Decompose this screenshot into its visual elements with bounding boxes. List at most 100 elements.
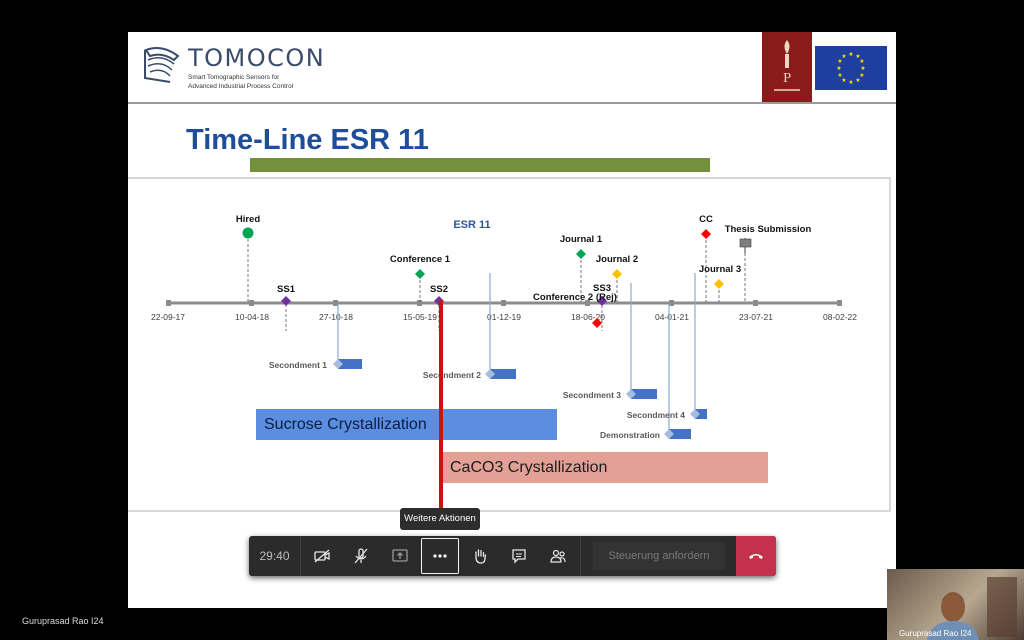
milestone-label: Journal 3 xyxy=(699,264,741,275)
axis-tick xyxy=(669,300,674,306)
presenter-name-label: Guruprasad Rao I24 xyxy=(22,616,104,626)
participant-video-icon xyxy=(927,577,1017,640)
milestone-label: Journal 1 xyxy=(560,234,603,245)
svg-text:P: P xyxy=(783,71,791,85)
request-control-button[interactable]: Steuerung anfordern xyxy=(593,542,725,570)
milestone-label: CC xyxy=(699,214,713,225)
svg-text:★: ★ xyxy=(848,51,853,58)
self-video-tile[interactable]: Guruprasad Rao I24 xyxy=(887,569,1024,640)
axis-tick xyxy=(333,300,338,306)
axis-tick xyxy=(753,300,758,306)
svg-text:★: ★ xyxy=(855,53,860,60)
axis-tick xyxy=(166,300,171,306)
secondment-label: Secondment 4 xyxy=(627,410,685,420)
milestone-conference1-marker xyxy=(415,269,425,279)
raise-hand-icon xyxy=(475,549,487,564)
share-screen-button[interactable] xyxy=(384,540,416,572)
sucrose-phase-bar xyxy=(256,409,557,440)
svg-text:★: ★ xyxy=(859,72,864,79)
axis-tick-label: 22-09-17 xyxy=(151,312,185,322)
secondment-bar xyxy=(490,369,516,379)
hang-up-button[interactable] xyxy=(736,536,776,576)
secondment-bar xyxy=(695,409,707,419)
axis-tick-label: 23-07-21 xyxy=(739,312,773,322)
milestone-label: Journal 2 xyxy=(596,254,638,265)
secondment-label: Demonstration xyxy=(600,430,660,440)
project-duration-bar xyxy=(250,158,710,172)
header-divider xyxy=(128,102,896,104)
milestone-conference2-marker xyxy=(592,318,602,328)
secondment-label: Secondment 2 xyxy=(423,370,481,380)
axis-tick xyxy=(585,300,590,306)
caco3-phase-label: CaCO3 Crystallization xyxy=(450,459,608,476)
milestone-label: Conference 2 (Rej) xyxy=(533,292,617,303)
milestone-label: Thesis Submission xyxy=(725,224,812,235)
toolbar-divider xyxy=(580,536,581,576)
camera-off-icon xyxy=(314,549,330,563)
milestone-journal2-marker xyxy=(612,269,622,279)
slide-header: TOMOCON Smart Tomographic Sensors for Ad… xyxy=(128,32,896,102)
milestone-ss3-marker xyxy=(597,296,607,306)
milestone-thesis-flag-icon xyxy=(739,238,752,253)
svg-text:★: ★ xyxy=(860,65,865,72)
svg-text:★: ★ xyxy=(837,58,842,65)
meeting-toolbar: 29:40 Steuerung anfordern xyxy=(249,536,776,576)
more-actions-button[interactable] xyxy=(421,538,459,574)
chat-icon xyxy=(512,549,526,564)
milestone-journal1-marker xyxy=(576,249,586,259)
brand-tagline-2: Advanced Industrial Process Control xyxy=(188,83,294,90)
svg-text:★: ★ xyxy=(836,65,841,72)
timeline-heading: ESR 11 xyxy=(453,219,490,231)
axis-tick-label: 08-02-22 xyxy=(823,312,857,322)
svg-text:★: ★ xyxy=(848,79,853,86)
svg-text:★: ★ xyxy=(837,72,842,79)
svg-text:★: ★ xyxy=(859,58,864,65)
timeline-frame xyxy=(128,177,891,512)
secondment-marker xyxy=(626,389,636,399)
secondment-label: Secondment 1 xyxy=(269,360,327,370)
axis-tick-label: 27-10-18 xyxy=(319,312,353,322)
axis-ticks xyxy=(166,300,842,306)
brand-name: TOMOCON xyxy=(188,44,326,72)
participants-icon xyxy=(550,549,566,563)
slide-title: Time-Line ESR 11 xyxy=(186,124,429,156)
more-icon xyxy=(433,554,447,558)
milestone-label: SS1 xyxy=(277,284,296,295)
eu-flag-icon: ★★★ ★★★ ★★★ ★★★ xyxy=(815,46,887,90)
self-video-name: Guruprasad Rao I24 xyxy=(899,629,972,638)
chat-button[interactable] xyxy=(503,540,535,572)
secondment-marker xyxy=(333,359,343,369)
axis-tick-label: 15-05-19 xyxy=(403,312,437,322)
axis-tick-label: 01-12-19 xyxy=(487,312,521,322)
svg-text:★: ★ xyxy=(841,53,846,60)
axis-tick xyxy=(417,300,422,306)
secondment-label: Secondment 3 xyxy=(563,390,621,400)
participants-button[interactable] xyxy=(542,540,574,572)
axis-tick xyxy=(837,300,842,306)
svg-text:★: ★ xyxy=(855,77,860,84)
svg-text:★: ★ xyxy=(841,77,846,84)
milestone-label: Conference 1 xyxy=(390,254,451,265)
mic-off-button[interactable] xyxy=(345,540,377,572)
secondment-bar xyxy=(631,389,657,399)
caco3-phase-bar xyxy=(442,452,768,483)
call-timer: 29:40 xyxy=(249,536,301,576)
milestone-hired-marker xyxy=(242,227,254,239)
secondment-marker xyxy=(485,369,495,379)
milestone-cc-marker xyxy=(701,229,711,239)
more-actions-tooltip: Weitere Aktionen xyxy=(400,508,480,530)
shared-slide: TOMOCON Smart Tomographic Sensors for Ad… xyxy=(128,32,896,608)
share-screen-icon xyxy=(392,549,408,562)
secondment-marker xyxy=(664,429,674,439)
raise-hand-button[interactable] xyxy=(464,540,496,572)
axis-tick-label: 18-06-20 xyxy=(571,312,605,322)
axis-tick xyxy=(501,300,506,306)
axis-tick-label: 04-01-21 xyxy=(655,312,689,322)
camera-off-button[interactable] xyxy=(306,540,338,572)
axis-tick-label: 10-04-18 xyxy=(235,312,269,322)
phone-hangup-icon xyxy=(749,554,763,559)
secondment-bar xyxy=(338,359,362,369)
secondment-marker xyxy=(690,409,700,419)
milestone-ss1-marker xyxy=(281,296,291,306)
